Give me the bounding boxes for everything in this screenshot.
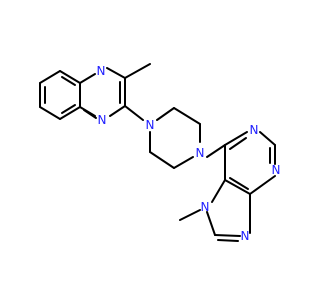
purine-n-methyl: N	[201, 200, 210, 214]
quinoxaline-n-bottom: N	[98, 113, 107, 127]
purine-pyrimidine-ring	[224, 131, 276, 195]
piperazine-ring	[149, 107, 226, 169]
purine-n-top: N	[250, 123, 259, 137]
quinoxaline-n-top: N	[97, 64, 106, 78]
molecule-canvas: N N N N N N N N	[39, 63, 281, 243]
molecule-structure: N N N N N N N N	[39, 63, 281, 243]
purine-n-middle: N	[272, 163, 281, 177]
atom-labels: N N N N N N N N	[97, 64, 281, 243]
purine-imidazole-ring	[179, 179, 251, 242]
piperazine-n-right: N	[196, 146, 205, 160]
benzene-ring	[39, 70, 81, 120]
piperazine-n-left: N	[146, 118, 155, 132]
pyrazine-ring	[79, 63, 151, 121]
purine-n-bottom: N	[241, 229, 250, 243]
